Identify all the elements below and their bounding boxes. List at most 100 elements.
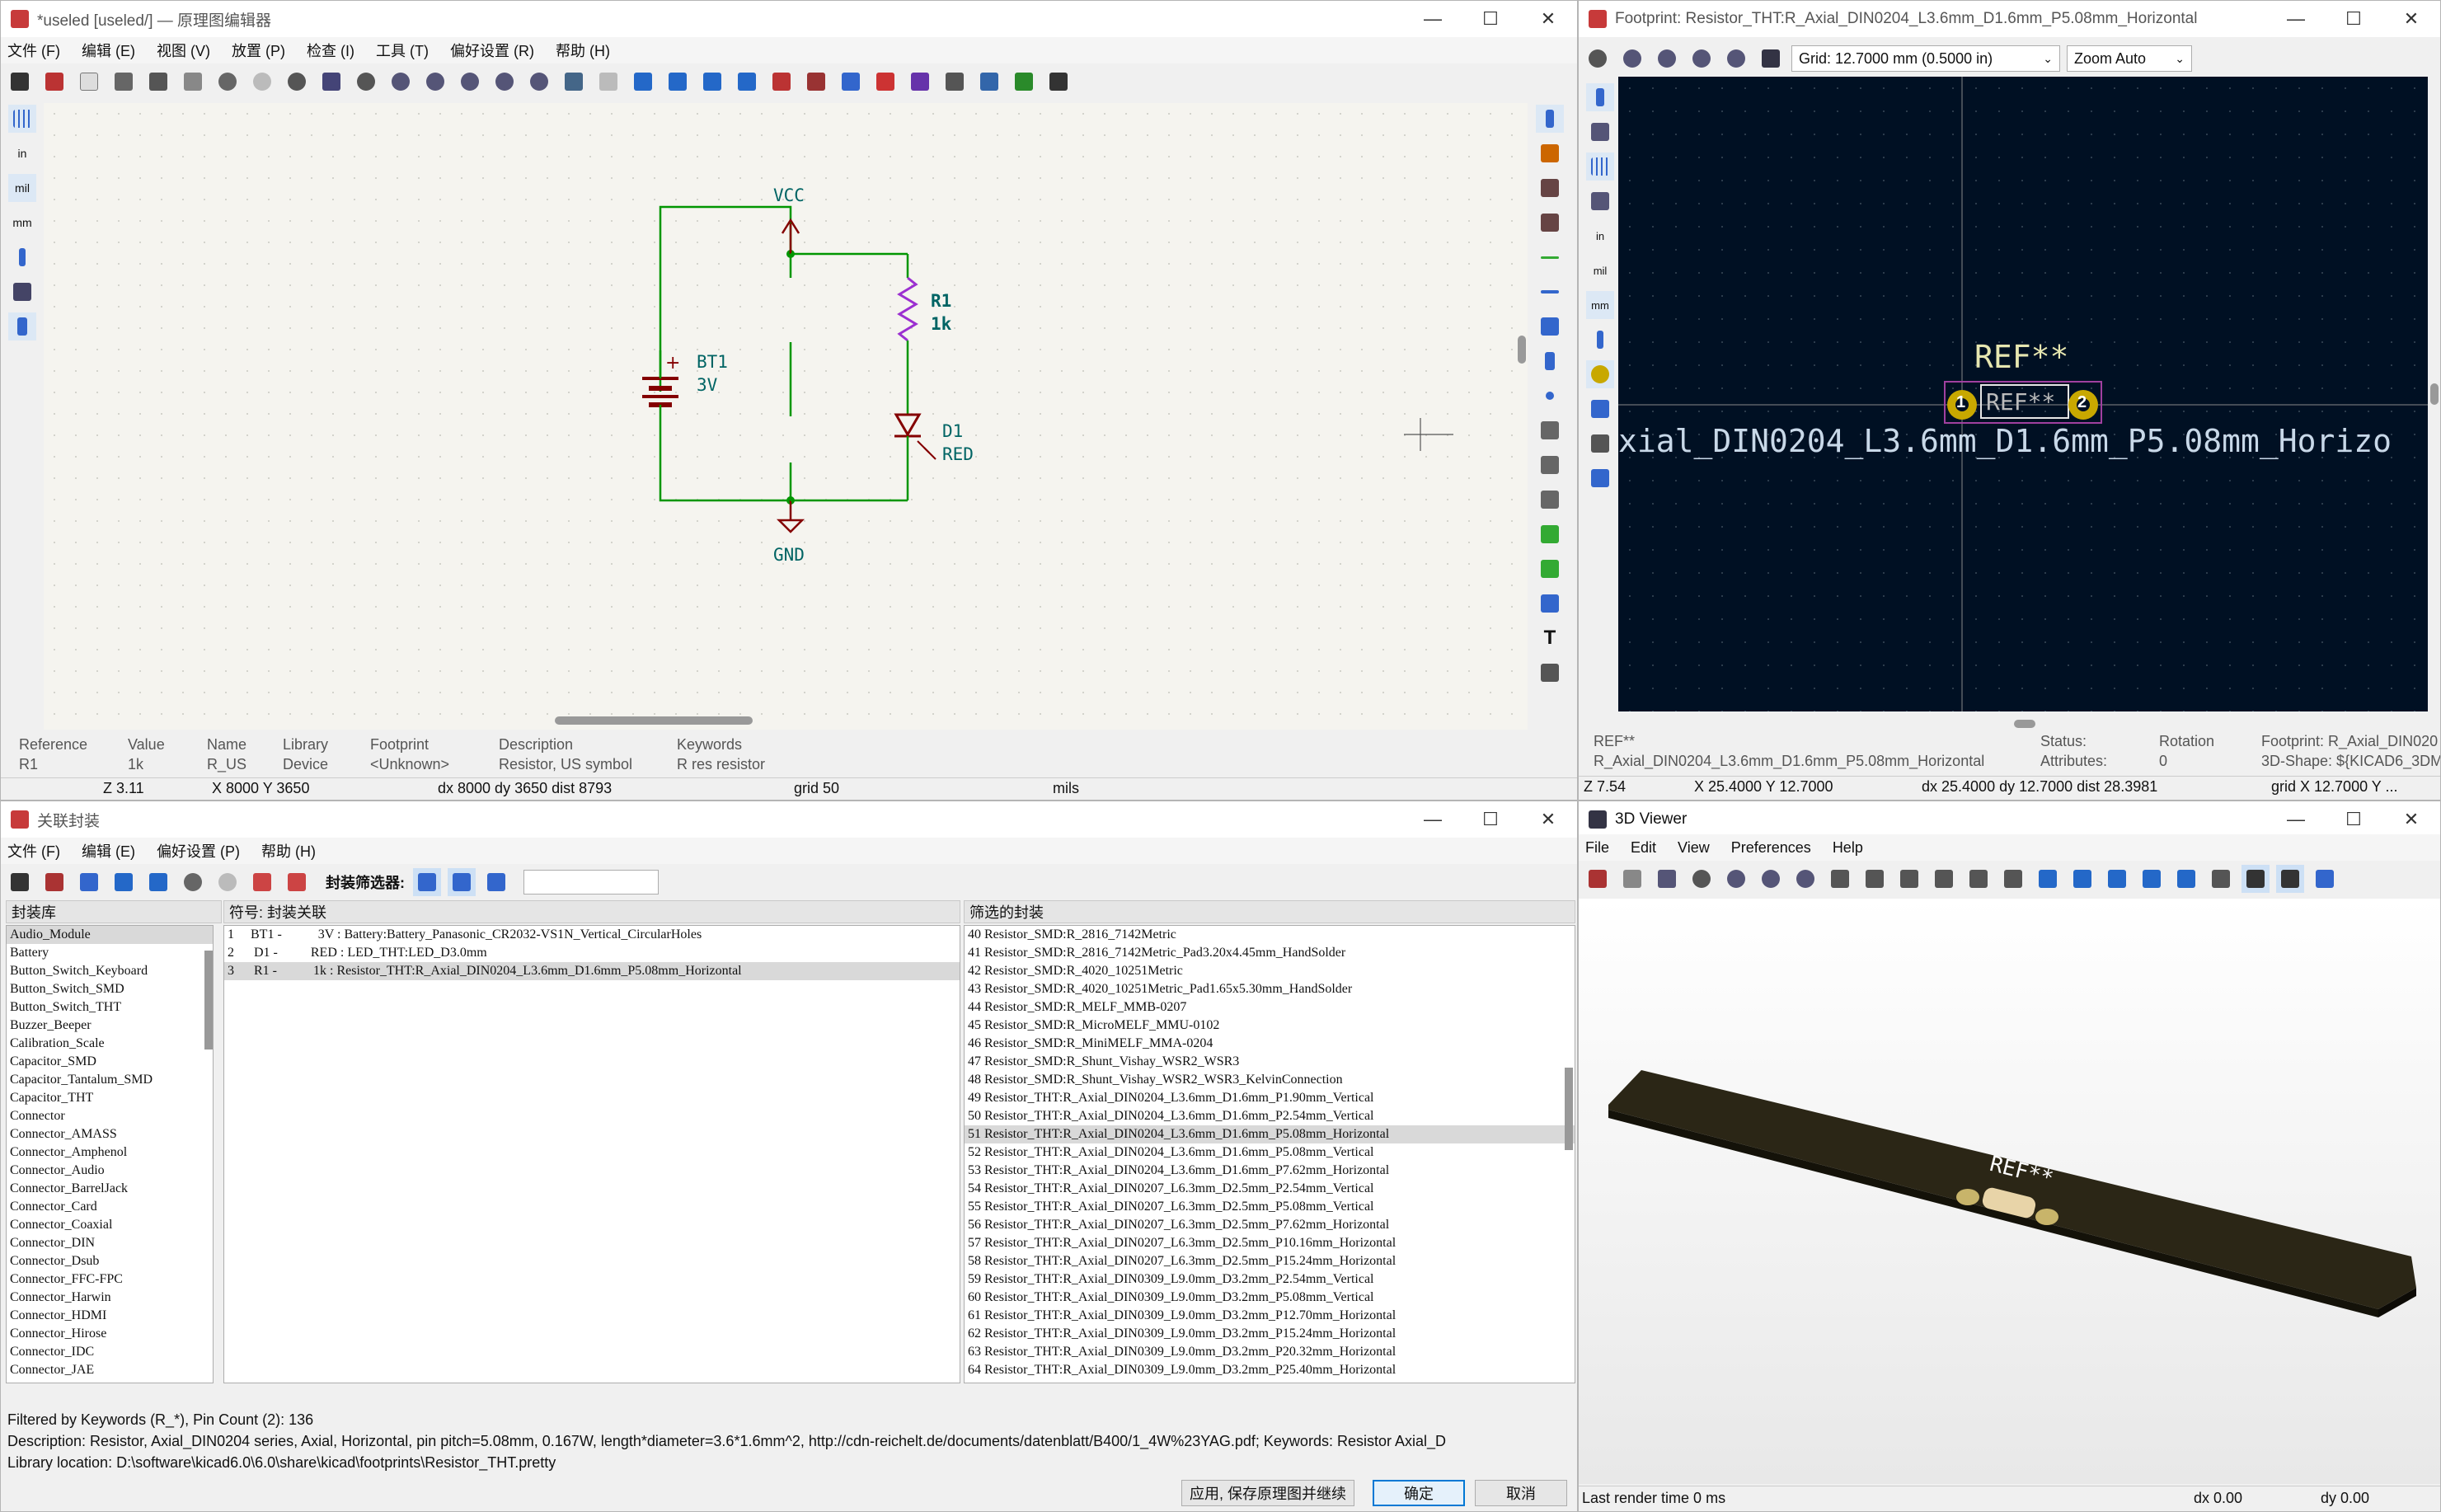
fp-polar-icon[interactable] — [1586, 187, 1614, 215]
fp-close-button[interactable]: ✕ — [2403, 8, 2420, 29]
library-list-item[interactable]: Connector_Harwin — [10, 1290, 111, 1304]
assoc-close-button[interactable]: ✕ — [1540, 809, 1556, 829]
libs-vscroll[interactable] — [204, 951, 213, 1049]
footprint-list-item[interactable]: 54 Resistor_THT:R_Axial_DIN0207_L6.3mm_D… — [968, 1181, 1374, 1195]
next-symbol-icon[interactable] — [144, 868, 172, 896]
assoc-menu-help[interactable]: 帮助 (H) — [261, 843, 316, 860]
rotate-ccw-icon[interactable] — [629, 68, 657, 96]
redo-icon[interactable] — [248, 68, 276, 96]
cursor-shape-icon[interactable] — [8, 243, 36, 271]
fp-graphic-sketch-icon[interactable] — [1586, 464, 1614, 492]
maximize-button[interactable]: ☐ — [1482, 8, 1499, 29]
units-mm-button[interactable]: mm — [12, 216, 32, 229]
import-sheet-pin-icon[interactable] — [1536, 555, 1564, 583]
find-replace-icon[interactable] — [317, 68, 345, 96]
zoom-fit-icon[interactable] — [456, 68, 484, 96]
fp-zoom-out-icon[interactable] — [1653, 45, 1681, 73]
library-list-item[interactable]: Connector_Card — [10, 1200, 97, 1214]
footprint-list-item[interactable]: 48 Resistor_SMD:R_Shunt_Vishay_WSR2_WSR3… — [968, 1073, 1343, 1087]
v3d-menu-edit[interactable]: Edit — [1631, 838, 1657, 856]
cancel-button[interactable]: 取消 — [1475, 1480, 1567, 1506]
find-icon[interactable] — [283, 68, 311, 96]
add-graphic-line-icon[interactable] — [1536, 589, 1564, 617]
bt1-reference[interactable]: BT1 — [697, 352, 728, 372]
add-hier-label-icon[interactable] — [1536, 486, 1564, 514]
footprint-canvas[interactable]: REF** REF** 1 2 xial_DIN0204_L3.6mm_D1.6… — [1618, 77, 2428, 728]
delete-associations-icon[interactable] — [283, 868, 311, 896]
zoom-objects-icon[interactable] — [491, 68, 519, 96]
assoc-menu-edit[interactable]: 编辑 (E) — [81, 843, 135, 860]
v3d-menu-preferences[interactable]: Preferences — [1730, 838, 1811, 856]
schematic-canvas[interactable]: + VCC GND R1 1k BT1 3V D1 RED — [44, 103, 1528, 730]
v3d-canvas[interactable]: REF** — [1579, 899, 2440, 1484]
assoc-maximize-button[interactable]: ☐ — [1482, 809, 1499, 829]
library-list-item[interactable]: Connector_Coaxial — [10, 1218, 113, 1232]
footprint-list-item[interactable]: 41 Resistor_SMD:R_2816_7142Metric_Pad3.2… — [968, 946, 1346, 960]
library-list-item[interactable]: Audio_Module — [7, 926, 213, 944]
footprint-list-item[interactable]: 58 Resistor_THT:R_Axial_DIN0207_L6.3mm_D… — [968, 1254, 1397, 1268]
schematic-vscroll[interactable] — [1518, 336, 1526, 364]
auto-associate-icon[interactable] — [248, 868, 276, 896]
library-table-icon[interactable] — [40, 868, 68, 896]
fp-pad-sketch-icon[interactable] — [1586, 395, 1614, 423]
assoc-minimize-button[interactable]: — — [1424, 809, 1442, 829]
v3d-move-up-icon[interactable] — [2138, 865, 2166, 893]
refresh-icon[interactable] — [352, 68, 380, 96]
fp-3d-view-icon[interactable] — [1757, 45, 1785, 73]
schematic-setup-icon[interactable] — [40, 68, 68, 96]
fp-text-sketch-icon[interactable] — [1586, 430, 1614, 458]
vcc-power-symbol[interactable] — [781, 218, 800, 254]
library-list-item[interactable]: Connector_Hirose — [10, 1327, 107, 1341]
footprint-list-item[interactable]: 64 Resistor_THT:R_Axial_DIN0309_L9.0mm_D… — [968, 1363, 1397, 1377]
v3d-menu-help[interactable]: Help — [1832, 838, 1863, 856]
zoom-in-icon[interactable] — [387, 68, 415, 96]
add-global-label-icon[interactable] — [1536, 451, 1564, 479]
fp-zoom-fit-icon[interactable] — [1688, 45, 1716, 73]
schematic-hscroll[interactable] — [555, 716, 753, 725]
footprint-list-item[interactable]: 45 Resistor_SMD:R_MicroMELF_MMU-0102 — [968, 1018, 1220, 1032]
library-list-item[interactable]: Connector_HDMI — [10, 1308, 107, 1322]
v3d-view-bottom-icon[interactable] — [2276, 865, 2304, 893]
footprint-list-item[interactable]: 60 Resistor_THT:R_Axial_DIN0309_L9.0mm_D… — [968, 1290, 1374, 1304]
library-list-item[interactable]: Button_Switch_SMD — [10, 982, 124, 996]
v3d-view-top-icon[interactable] — [2241, 865, 2270, 893]
library-list-item[interactable]: Connector_JAE — [10, 1363, 95, 1377]
resistor-r1-symbol[interactable] — [791, 252, 918, 415]
assoc-redo-icon[interactable] — [214, 868, 242, 896]
add-wire-icon[interactable] — [1536, 243, 1564, 271]
library-list-item[interactable]: Button_Switch_Keyboard — [10, 964, 148, 978]
footprint-list-item[interactable]: 56 Resistor_THT:R_Axial_DIN0207_L6.3mm_D… — [968, 1218, 1390, 1232]
library-list-item[interactable]: Button_Switch_THT — [10, 1000, 122, 1014]
add-power-icon[interactable] — [1536, 209, 1564, 237]
symbol-list-item[interactable]: 2 D1 - RED : LED_THT:LED_D3.0mm — [228, 946, 487, 960]
assign-footprints-icon[interactable] — [906, 68, 934, 96]
fp-zoom-in-icon[interactable] — [1618, 45, 1646, 73]
symbol-list-item[interactable]: 3 R1 - 1k : Resistor_THT:R_Axial_DIN0204… — [224, 962, 960, 980]
v3d-refresh-icon[interactable] — [1688, 865, 1716, 893]
menu-file[interactable]: 文件 (F) — [7, 43, 60, 59]
footprint-list-item[interactable]: 43 Resistor_SMD:R_4020_10251Metric_Pad1.… — [968, 982, 1353, 996]
fp-units-mil-button[interactable]: mil — [1593, 264, 1608, 277]
symbol-editor-icon[interactable] — [768, 68, 796, 96]
library-list-item[interactable]: Connector_BarrelJack — [10, 1181, 129, 1195]
fp-cursor-icon[interactable] — [1586, 326, 1614, 354]
v3d-raytrace-icon[interactable] — [1653, 865, 1681, 893]
units-mils-button[interactable]: mil — [8, 174, 36, 202]
v3d-zoom-out-icon[interactable] — [1757, 865, 1785, 893]
symbols-list[interactable]: 1 BT1 - 3V : Battery:Battery_Panasonic_C… — [223, 925, 960, 1383]
close-button[interactable]: ✕ — [1540, 8, 1556, 29]
assoc-save-icon[interactable] — [6, 868, 34, 896]
assoc-titlebar[interactable]: 关联封装 — ☐ ✕ — [1, 801, 1577, 838]
fp-units-in-button[interactable]: in — [1595, 229, 1605, 242]
mirror-v-icon[interactable] — [698, 68, 726, 96]
plot-icon[interactable] — [144, 68, 172, 96]
annotate-icon[interactable] — [837, 68, 865, 96]
footprint-list-item[interactable]: 50 Resistor_THT:R_Axial_DIN0204_L3.6mm_D… — [968, 1109, 1374, 1123]
add-bus-icon[interactable] — [1536, 278, 1564, 306]
fp-minimize-button[interactable]: — — [2287, 8, 2305, 29]
symbol-list-item[interactable]: 1 BT1 - 3V : Battery:Battery_Panasonic_C… — [228, 927, 702, 941]
v3d-rot-z-cw-icon[interactable] — [1999, 865, 2027, 893]
library-list-item[interactable]: Connector_FFC-FPC — [10, 1272, 123, 1286]
filter-pincount-icon[interactable] — [448, 868, 476, 896]
